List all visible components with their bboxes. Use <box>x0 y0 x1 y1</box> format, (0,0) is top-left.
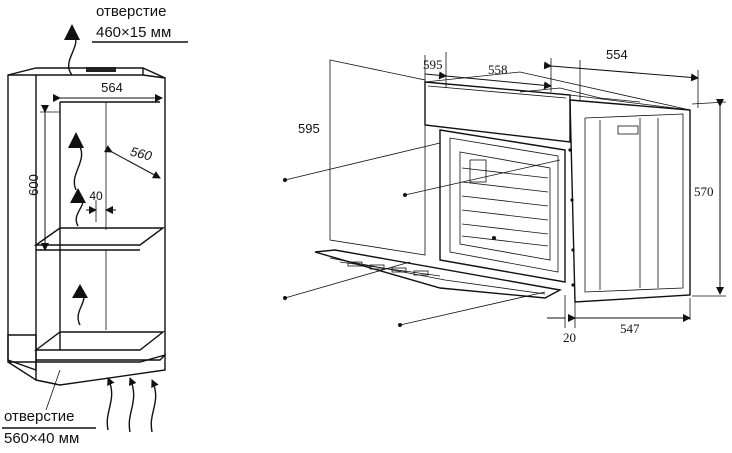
top-opening-label-line1: отверстие <box>96 3 166 20</box>
dim-depth-560: 560 <box>129 144 154 164</box>
dim-bottom-depth-547: 547 <box>620 321 640 336</box>
dim-width-564: 564 <box>101 80 123 95</box>
cabinet-niche <box>7 67 166 386</box>
dim-door-width-595: 595 <box>423 57 443 72</box>
right-dimensions: 595 595 558 554 570 20 547 <box>298 47 727 345</box>
airflow-arrows <box>64 24 159 433</box>
door-hinge-slots <box>347 261 429 276</box>
dim-bottom-gap-20: 20 <box>563 330 576 345</box>
dim-inner-width-558: 558 <box>488 62 508 77</box>
opening-labels: отверстие 460×15 мм отверстие 560×40 мм <box>2 3 188 447</box>
bottom-opening-label-line2: 560×40 мм <box>4 430 79 447</box>
top-opening-label-line2: 460×15 мм <box>96 24 171 41</box>
left-dimensions: 564 600 560 40 <box>26 80 163 251</box>
oven-drawing <box>314 59 691 303</box>
dim-front-height-595: 595 <box>298 121 320 136</box>
dim-body-height-570: 570 <box>694 184 714 199</box>
dim-gap-40: 40 <box>89 189 103 203</box>
oven-rack <box>461 167 549 247</box>
bottom-opening-label-line1: отверстие <box>4 408 74 425</box>
callout-leaders <box>283 142 561 327</box>
dim-body-depth-554: 554 <box>606 47 628 62</box>
dim-height-600: 600 <box>26 174 41 196</box>
